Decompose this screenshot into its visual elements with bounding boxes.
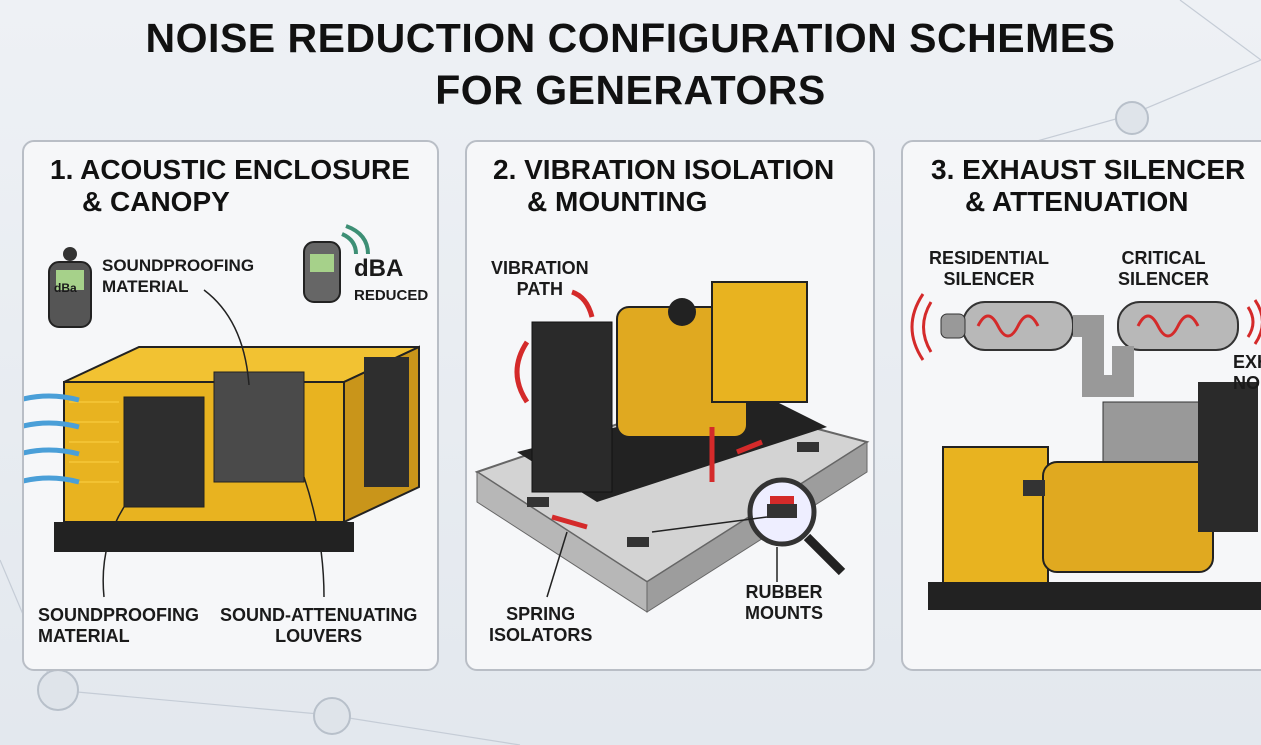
panel-exhaust-silencer: 3. EXHAUST SILENCER& ATTENUATION RESIDEN… [901,140,1261,671]
heading-line2: & MOUNTING [527,186,708,217]
panel-heading: 1. ACOUSTIC ENCLOSURE& CANOPY [50,154,410,218]
panel-vibration-isolation: 2. VIBRATION ISOLATION& MOUNTING VIBRATI… [465,140,875,671]
label-rubber-mounts: RUBBER MOUNTS [745,582,823,623]
silencer-illustration [910,293,1261,610]
label-reduced: REDUCED [354,287,429,304]
mounting-illustration [474,281,870,613]
label-residential-silencer: RESIDENTIAL SILENCER [929,248,1050,289]
label-soundproofing-top: SOUNDPROOFING MATERIAL [102,256,255,296]
label-critical-silencer: CRITICAL SILENCER [1118,248,1210,289]
heading-line1: 1. ACOUSTIC ENCLOSURE [50,154,410,185]
heading-line1: 3. EXHAUST SILENCER [931,154,1246,185]
label-louvers: SOUND-ATTENUATING LOUVERS [220,605,418,646]
heading-line1: 2. VIBRATION ISOLATION [493,154,835,185]
meter-display: dBa [54,281,77,295]
panel-acoustic-enclosure: 1. ACOUSTIC ENCLOSURE& CANOPY dBa SOUNDP… [22,140,439,671]
handheld-meter-icon [303,224,370,303]
label-soundproofing-bottom: SOUNDPROOFING MATERIAL [38,605,200,646]
heading-line2: & ATTENUATION [965,186,1189,217]
page-title-line2: FOR GENERATORS [435,67,826,113]
generator-enclosure [54,345,420,552]
label-vibration-path: VIBRATION PATH [491,258,589,299]
panel-heading: 3. EXHAUST SILENCER& ATTENUATION [931,154,1245,218]
heading-line2: & CANOPY [82,186,230,217]
panel-heading: 2. VIBRATION ISOLATION& MOUNTING [493,154,834,218]
airflow-arrows-icon [24,393,80,485]
label-exhaust-noise: EXH NO [1233,352,1261,393]
label-dba: dBA [354,255,404,282]
page-title-line1: NOISE REDUCTION CONFIGURATION SCHEMES [145,15,1116,61]
sound-meter-icon [48,247,92,328]
enclosure-illustration [24,224,420,598]
label-spring-isolators: SPRING ISOLATORS [489,604,593,645]
